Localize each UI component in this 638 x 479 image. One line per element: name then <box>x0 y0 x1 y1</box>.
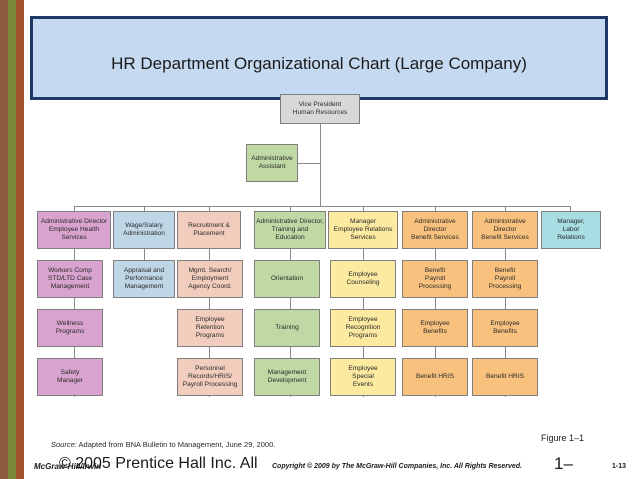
box-benefit-hris-1: Benefit HRIS <box>402 358 468 396</box>
connector-drop-col7 <box>505 206 506 211</box>
connector-col2-vertical <box>144 249 145 260</box>
footer-publisher: McGraw-Hill/Irwin <box>34 462 102 471</box>
box-employee-counseling: Employee Counseling <box>330 260 396 298</box>
box-head-wage-salary: Wage/Salary Administration <box>113 211 175 249</box>
connector-drop-col4 <box>290 206 291 211</box>
figure-label: Figure 1–1 <box>541 433 585 443</box>
box-employee-benefits-1: Employee Benefits <box>402 309 468 347</box>
box-benefit-hris-2: Benefit HRIS <box>472 358 538 396</box>
box-wellness-programs: Wellness Programs <box>37 309 103 347</box>
box-safety-manager: Safety Manager <box>37 358 103 396</box>
source-text: Adapted from BNA Bulletin to Management,… <box>78 440 276 449</box>
footer-page-large: 1– <box>554 454 573 473</box>
connector-horizontal-bar <box>74 206 570 207</box>
box-employee-special-events: Employee Special Events <box>330 358 396 396</box>
left-stripe-brown <box>0 0 8 479</box>
box-benefit-payroll-1: Benefit Payroll Processing <box>402 260 468 298</box>
connector-drop-col6 <box>435 206 436 211</box>
box-head-labor-relations: Manager, Labor Relations <box>541 211 601 249</box>
connector-drop-col2 <box>144 206 145 211</box>
box-administrative-assistant: Administrative Assistant <box>246 144 298 182</box>
box-employee-retention: Employee Retention Programs <box>177 309 243 347</box>
box-head-recruitment: Recruitment & Placement <box>177 211 241 249</box>
box-benefit-payroll-2: Benefit Payroll Processing <box>472 260 538 298</box>
box-appraisal-performance: Appraisal and Performance Management <box>113 260 175 298</box>
footer-page-number: 1-13 <box>612 463 627 470</box>
connector-vp-trunk <box>320 124 321 206</box>
box-personnel-records: Personnel Records/HRIS/ Payroll Processi… <box>177 358 243 396</box>
box-head-benefit-services-2: Administrative Director Benefit Services <box>472 211 538 249</box>
box-vice-president: Vice President Human Resources <box>280 94 360 124</box>
box-training: Training <box>254 309 320 347</box>
box-mgmt-search: Mgmt. Search/ Employment Agency Coord. <box>177 260 243 298</box>
box-employee-benefits-2: Employee Benefits <box>472 309 538 347</box>
left-stripe-rust <box>16 0 24 479</box>
source-label: Source: <box>51 440 77 449</box>
source-note: Source: Adapted from BNA Bulletin to Man… <box>51 440 275 449</box>
connector-drop-col1 <box>74 206 75 211</box>
footer-copyright: Copyright © 2009 by The McGraw-Hill Comp… <box>272 463 522 470</box>
box-workers-comp: Workers Comp STD/LTD Case Management <box>37 260 103 298</box>
box-orientation: Orientation <box>254 260 320 298</box>
left-stripe-olive <box>8 0 16 479</box>
connector-drop-col3 <box>209 206 210 211</box>
connector-drop-col8 <box>570 206 571 211</box>
footer-prentice-hall: © 2005 Prentice Hall Inc. All <box>59 455 258 472</box>
box-head-training-education: Administrative Director, Training and Ed… <box>254 211 326 249</box>
box-head-benefit-services-1: Administrative Director Benefit Services <box>402 211 468 249</box>
box-employee-recognition: Employee Recognition Programs <box>330 309 396 347</box>
box-head-employee-health: Administrative Director Employee Health … <box>37 211 111 249</box>
box-management-development: Management Development <box>254 358 320 396</box>
box-head-employee-relations: Manager Employee Relations Services <box>328 211 398 249</box>
slide-title: HR Department Organizational Chart (Larg… <box>111 54 527 73</box>
connector-assistant <box>298 163 320 164</box>
connector-drop-col5 <box>363 206 364 211</box>
